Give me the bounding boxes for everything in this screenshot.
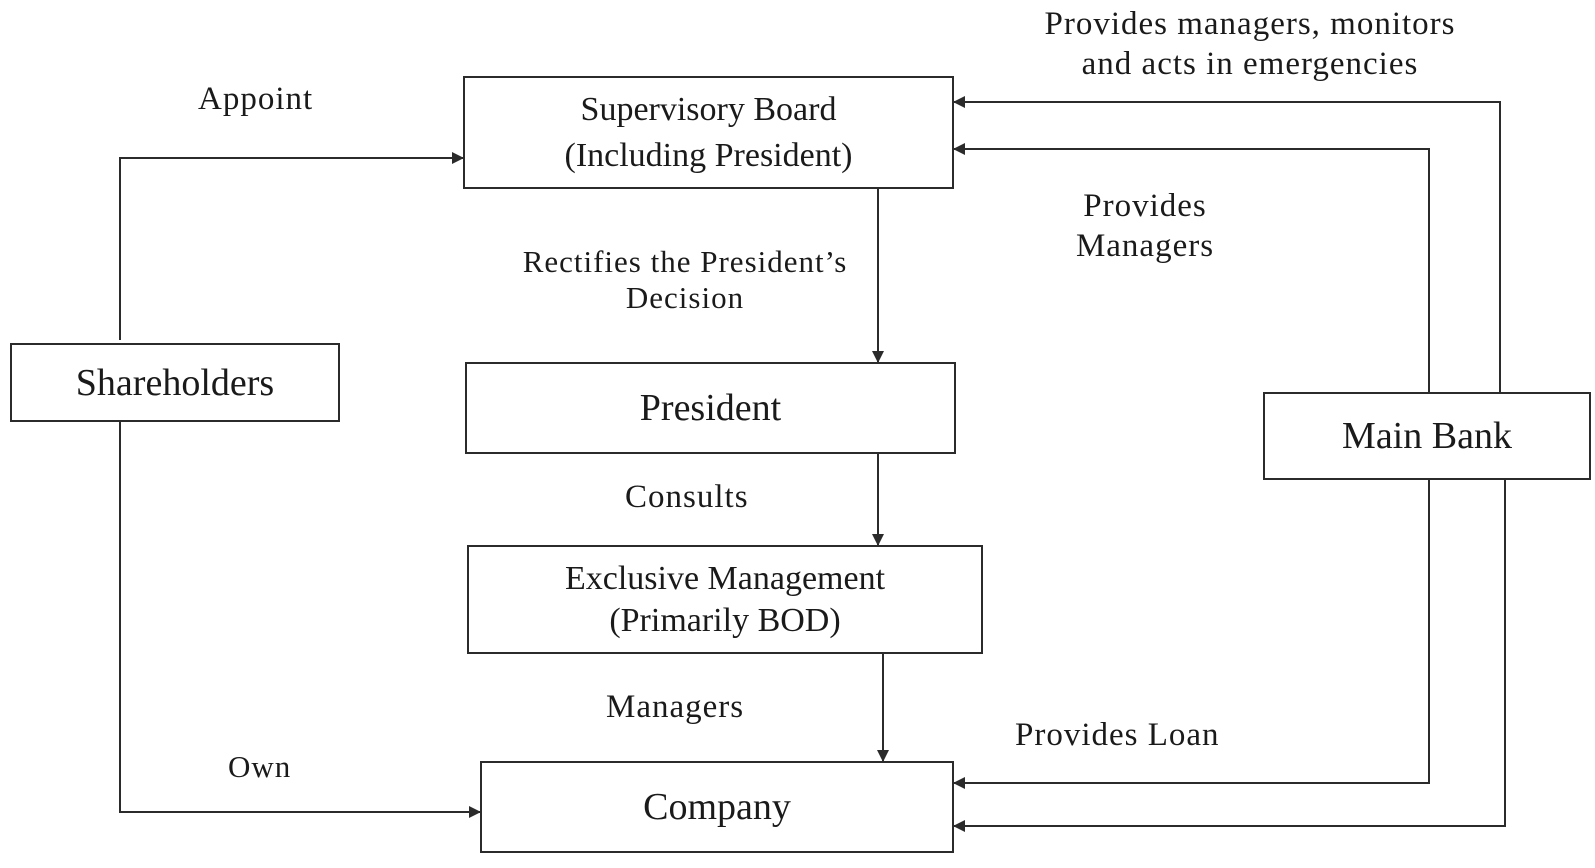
company-label: Company bbox=[643, 786, 791, 828]
exclusive-management-line2: (Primarily BOD) bbox=[609, 601, 841, 639]
provides-managers-line2: Managers bbox=[1075, 228, 1215, 264]
provides-managers-label: Provides Managers bbox=[1060, 186, 1230, 266]
provides-managers-monitors-arrow bbox=[953, 96, 1501, 392]
provides-loan-label: Provides Loan bbox=[1015, 717, 1220, 753]
own-arrow bbox=[119, 419, 481, 818]
provides-managers-monitors-label: Provides managers, monitors and acts in … bbox=[1010, 4, 1490, 84]
appoint-label: Appoint bbox=[198, 81, 314, 117]
supervisory-board-box: Supervisory Board (Including President) bbox=[463, 76, 954, 189]
supervisory-board-line2: (Including President) bbox=[564, 136, 853, 174]
own-label: Own bbox=[228, 749, 292, 784]
main-bank-label: Main Bank bbox=[1342, 415, 1512, 457]
company-box: Company bbox=[480, 761, 954, 853]
main-bank-box: Main Bank bbox=[1263, 392, 1591, 480]
provides-managers-monitors-line2: and acts in emergencies bbox=[1081, 46, 1419, 82]
president-box: President bbox=[465, 362, 956, 454]
supervisory-board-line1: Supervisory Board bbox=[580, 90, 837, 128]
rectifies-label-line1: Rectifies the President’s bbox=[522, 244, 848, 279]
provides-managers-line1: Provides bbox=[1083, 188, 1207, 224]
rectifies-label-line2: Decision bbox=[625, 280, 745, 315]
provides-managers-monitors-line1: Provides managers, monitors bbox=[1044, 6, 1456, 42]
president-label: President bbox=[639, 387, 782, 429]
rectifies-label: Rectifies the President’s Decision bbox=[490, 244, 880, 316]
exclusive-management-box: Exclusive Management (Primarily BOD) bbox=[467, 545, 983, 654]
appoint-arrow bbox=[119, 152, 464, 340]
consults-label: Consults bbox=[625, 479, 749, 515]
shareholders-box: Shareholders bbox=[10, 343, 340, 422]
shareholders-label: Shareholders bbox=[75, 361, 275, 404]
managers-label: Managers bbox=[606, 689, 745, 725]
provides-managers-arrow bbox=[953, 143, 1430, 392]
provides-loan-arrow bbox=[953, 480, 1430, 789]
bank-company-arrow bbox=[953, 480, 1506, 832]
exclusive-management-line1: Exclusive Management bbox=[564, 559, 886, 597]
